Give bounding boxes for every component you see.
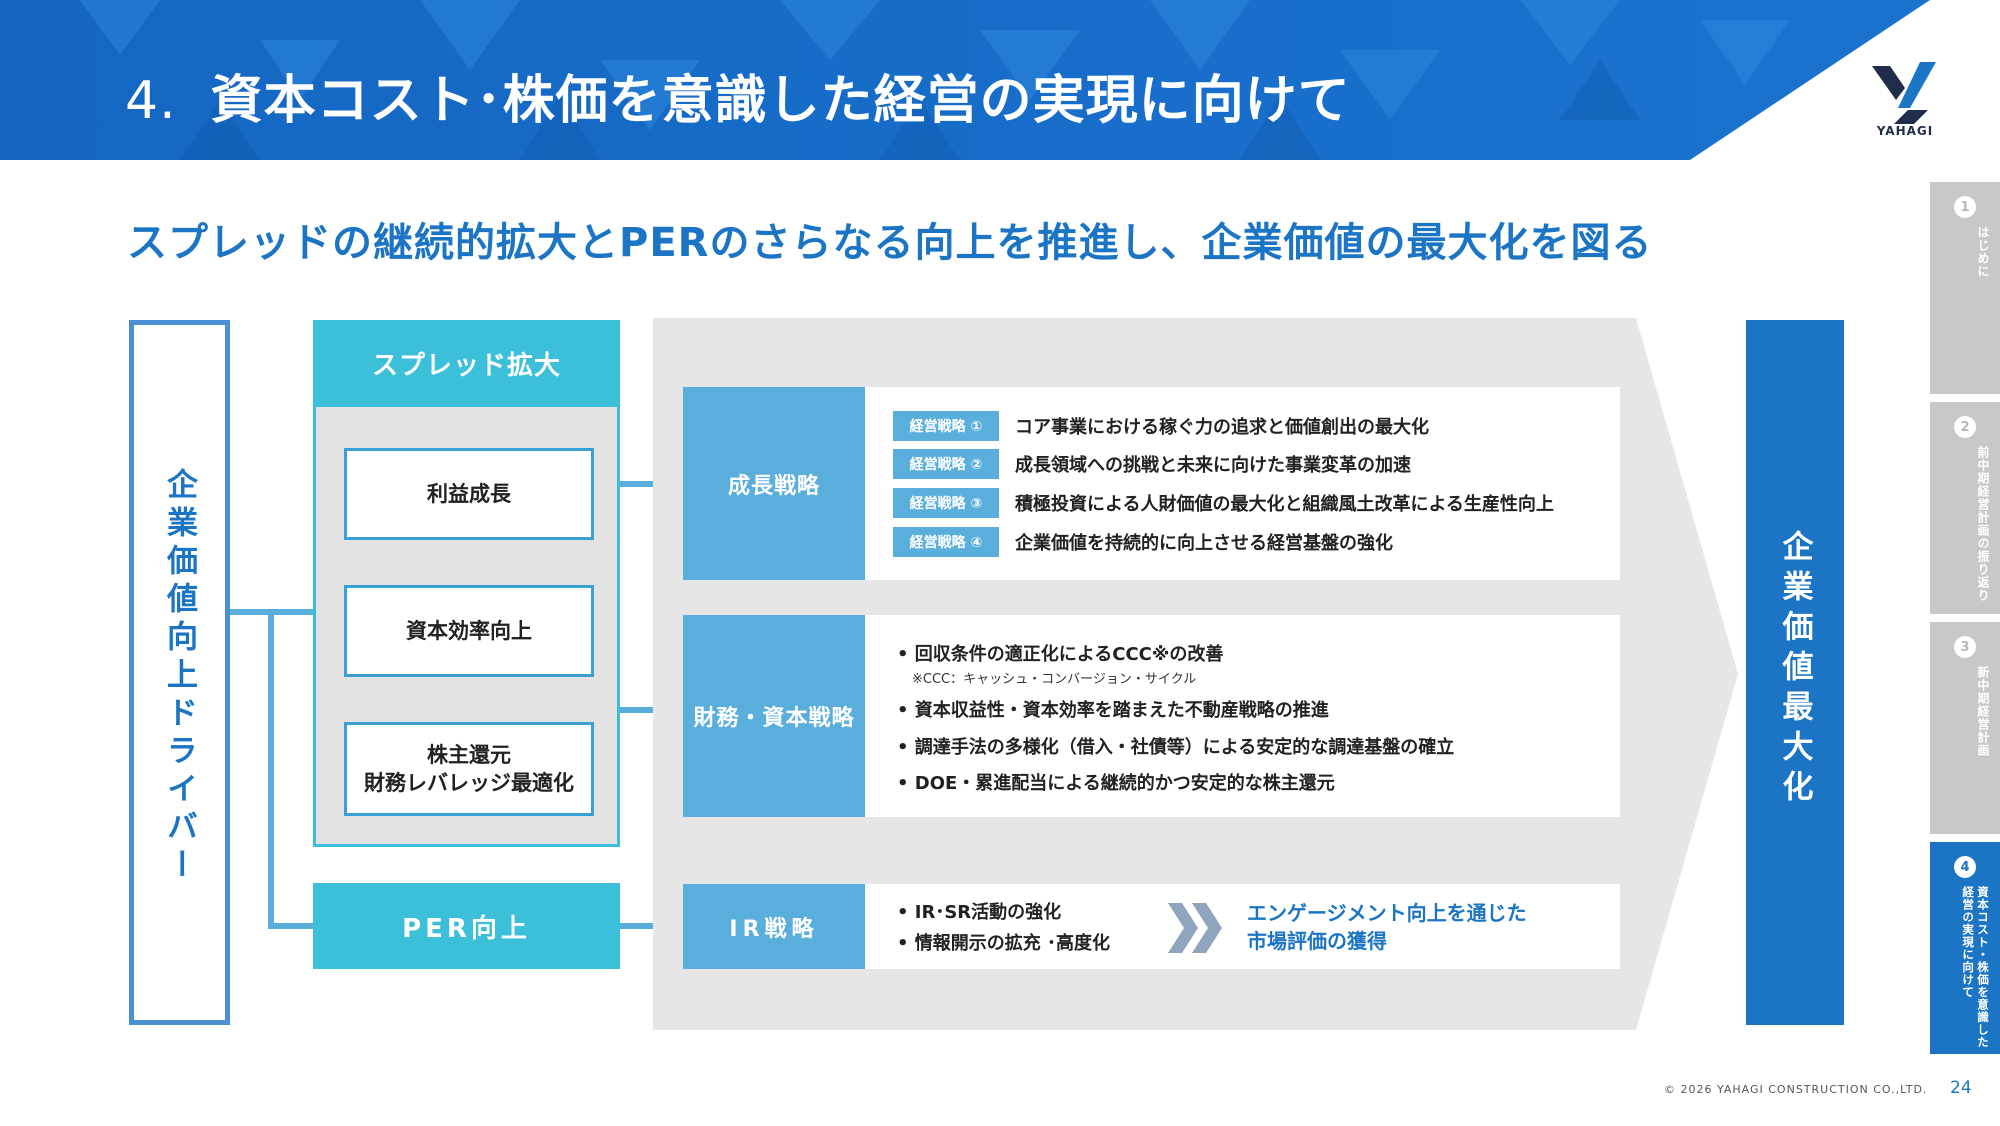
finance-note: ※CCC：キャッシュ・コンバージョン・サイクル bbox=[912, 672, 1197, 687]
section-number: 4. bbox=[125, 71, 177, 131]
tab-number: 1 bbox=[1954, 196, 1976, 218]
finance-bullet-1: • 回収条件の適正化によるCCC※の改善 bbox=[897, 644, 1224, 665]
finance-strategy-body bbox=[865, 615, 1620, 817]
connector-finance bbox=[620, 707, 683, 713]
ir-result-line-2: 市場評価の獲得 bbox=[1247, 929, 1387, 953]
driver-box bbox=[129, 320, 230, 1025]
per-box: PER向上 bbox=[313, 883, 620, 969]
page-number: 24 bbox=[1950, 1078, 1972, 1098]
finance-bullet-3: • 調達手法の多様化（借入・社債等）による安定的な調達基盤の確立 bbox=[897, 737, 1455, 758]
strategy-tag: 経営戦略 ② bbox=[893, 449, 999, 479]
strategy-text: 積極投資による人財価値の最大化と組織風土改革による生産性向上 bbox=[1015, 494, 1554, 515]
tab-number: 3 bbox=[1954, 636, 1976, 658]
strategy-text: コア事業における稼ぐ力の追求と価値創出の最大化 bbox=[1015, 417, 1429, 438]
spread-header: スプレッド拡大 bbox=[313, 320, 620, 407]
tab-number: 2 bbox=[1954, 416, 1976, 438]
double-chevron-icon bbox=[1168, 903, 1222, 953]
side-tab-4-active[interactable]: 4 資本コスト・株価を意識した経営の実現に向けて bbox=[1930, 842, 2000, 1054]
spread-item-profit-growth: 利益成長 bbox=[344, 448, 594, 540]
connector-ir bbox=[620, 923, 683, 929]
subtitle: スプレッドの継続的拡大とPERのさらなる向上を推進し、企業価値の最大化を図る bbox=[127, 220, 1653, 266]
growth-strategy-label: 成長戦略 bbox=[683, 387, 865, 580]
copyright: © 2026 YAHAGI CONSTRUCTION CO.,LTD. bbox=[1664, 1083, 1928, 1096]
strategy-text: 成長領域への挑戦と未来に向けた事業変革の加速 bbox=[1015, 455, 1411, 476]
logo-text: YAHAGI bbox=[1876, 124, 1934, 138]
tab-label: はじめに bbox=[1976, 226, 1990, 278]
header-banner: 4. 資本コスト･株価を意識した経営の実現に向けて YAHAGI bbox=[0, 0, 2000, 160]
strategy-tag: 経営戦略 ③ bbox=[893, 488, 999, 518]
finance-bullet-2: • 資本収益性・資本効率を踏まえた不動産戦略の推進 bbox=[897, 700, 1329, 721]
yahagi-logo-icon bbox=[1872, 62, 1936, 124]
connector-driver-per bbox=[268, 923, 313, 929]
tab-label: 前中期経営計画の振り返り bbox=[1976, 446, 1990, 602]
driver-label: 企業価値向上ドライバー bbox=[161, 468, 197, 886]
growth-item-2: 経営戦略 ② 成長領域への挑戦と未来に向けた事業変革の加速 bbox=[893, 449, 1411, 479]
strategy-tag: 経営戦略 ④ bbox=[893, 527, 999, 557]
connector-vertical bbox=[268, 609, 274, 929]
growth-item-3: 経営戦略 ③ 積極投資による人財価値の最大化と組織風土改革による生産性向上 bbox=[893, 488, 1554, 518]
finance-strategy-label: 財務・資本戦略 bbox=[683, 615, 865, 817]
result-label: 企業価値最大化 bbox=[1776, 530, 1813, 810]
ir-bullet-2: • 情報開示の拡充 ･高度化 bbox=[897, 933, 1111, 954]
tab-label: 資本コスト・株価を意識した経営の実現に向けて bbox=[1961, 886, 1990, 1049]
finance-bullet-4: • DOE・累進配当による継続的かつ安定的な株主還元 bbox=[897, 773, 1335, 794]
result-box bbox=[1746, 320, 1844, 1025]
growth-item-1: 経営戦略 ① コア事業における稼ぐ力の追求と価値創出の最大化 bbox=[893, 411, 1429, 441]
tab-label: 新中期経営計画 bbox=[1976, 666, 1990, 757]
strategy-text: 企業価値を持続的に向上させる経営基盤の強化 bbox=[1015, 533, 1393, 554]
header-pattern bbox=[0, 0, 1930, 160]
title-text: 資本コスト･株価を意識した経営の実現に向けて bbox=[210, 71, 1351, 131]
connector-growth bbox=[620, 481, 683, 487]
spread-item-shareholder-return: 株主還元 財務レバレッジ最適化 bbox=[344, 722, 594, 816]
tab-number: 4 bbox=[1954, 856, 1976, 878]
ir-result-text: エンゲージメント向上を通じた 市場評価の獲得 bbox=[1247, 899, 1527, 955]
side-tab-3[interactable]: 3 新中期経営計画 bbox=[1930, 622, 2000, 834]
page-title: 4. 資本コスト･株価を意識した経営の実現に向けて bbox=[125, 58, 1351, 133]
ir-strategy-body bbox=[865, 884, 1620, 969]
strategy-tag: 経営戦略 ① bbox=[893, 411, 999, 441]
ir-bullet-1: • IR･SR活動の強化 bbox=[897, 902, 1062, 923]
ir-strategy-label: IR戦略 bbox=[683, 884, 865, 969]
side-tab-1[interactable]: 1 はじめに bbox=[1930, 182, 2000, 394]
ir-result-line-1: エンゲージメント向上を通じた bbox=[1247, 901, 1527, 925]
growth-item-4: 経営戦略 ④ 企業価値を持続的に向上させる経営基盤の強化 bbox=[893, 527, 1393, 557]
side-tab-2[interactable]: 2 前中期経営計画の振り返り bbox=[1930, 402, 2000, 614]
spread-item-capital-efficiency: 資本効率向上 bbox=[344, 585, 594, 677]
